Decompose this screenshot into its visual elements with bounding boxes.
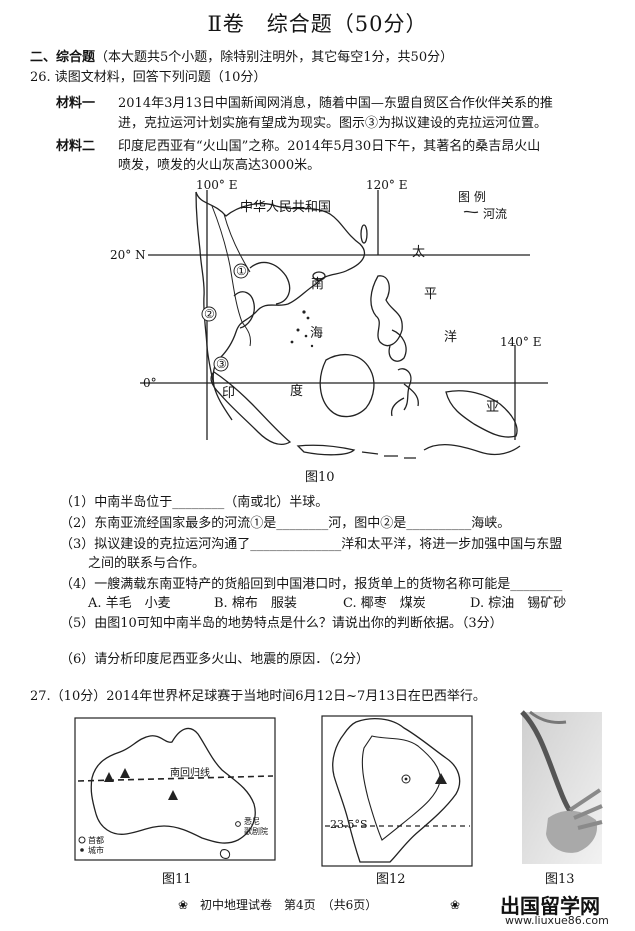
sydney-label-2: 歌剧院: [244, 827, 268, 836]
q26-5: （5）由图10可知中南半岛的地势特点是什么？请说出你的判断依据。（3分）: [60, 616, 503, 631]
volcano-triangle-2: [120, 768, 130, 778]
material-1-line2: 进，克拉运河计划实施有望成为现实。图示③为拟议建设的克拉运河位置。: [118, 116, 548, 131]
material-2-line1: 印度尼西亚有“火山国”之称。2014年5月30日下午，其著名的桑吉昂火山: [118, 139, 541, 154]
capital-symbol: [401, 774, 411, 784]
lat-23-label: 23.5°S: [330, 818, 368, 831]
section-label: 二、综合题: [30, 50, 96, 65]
sea-label-2: 海: [310, 326, 324, 341]
section-heading: 二、综合题（本大题共5个小题，除特别注明外，其它每空1分，共50分）: [30, 50, 453, 66]
island-dots: [290, 310, 314, 348]
asia-label: 亚: [486, 400, 500, 415]
marker-1: [233, 263, 249, 279]
marker-2-label: ②: [204, 307, 215, 321]
q26-4: （4）一艘满载东南亚特产的货船回到中国港口时，报货单上的货物名称可能是_____…: [60, 577, 563, 592]
legend-capital: 首都: [88, 836, 104, 845]
volcano-triangle-1: [104, 772, 114, 782]
sydney-label-1: 悉尼: [244, 817, 260, 826]
lat-20-label: 20° N: [110, 248, 146, 262]
legend-capital-symbol: [78, 836, 86, 844]
pacific-label-2: 平: [424, 287, 438, 302]
page-footer: 初中地理试卷 第4页 （共6页）: [200, 898, 378, 912]
q26-6: （6）请分析印度尼西亚多火山、地震的原因．（2分）: [60, 652, 370, 667]
material-2-label: 材料二: [56, 139, 96, 154]
figure-13-caption: 图13: [545, 872, 575, 887]
marker-3-label: ③: [216, 357, 227, 371]
footer-flower-left: ❀: [178, 898, 189, 912]
footer-flower-right: ❀: [450, 898, 461, 912]
china-label: 中华人民共和国: [240, 200, 332, 215]
marker-2: [201, 306, 217, 322]
q26-4-option-a: A. 羊毛 小麦: [88, 596, 171, 611]
watermark-logo: 出国留学网: [500, 894, 600, 918]
material-1-line1: 2014年3月13日中国新闻网消息，随着中国—东盟自贸区合作伙伴关系的推: [118, 96, 553, 111]
q26-2: （2）东南亚流经国家最多的河流①是________河，图中②是_________…: [60, 516, 511, 531]
marker-3: [213, 356, 229, 372]
city-dot: [235, 821, 241, 827]
q26-4-option-b: B. 棉布 服装: [214, 596, 297, 611]
pacific-label-1: 太: [412, 245, 426, 260]
q26-stem: 26. 读图文材料，回答下列问题（10分）: [30, 70, 267, 85]
figure-10-caption: 图10: [305, 470, 335, 485]
lon-120-label: 120° E: [366, 178, 408, 192]
indian-ocean-label-1: 印: [222, 386, 236, 401]
figure-12-caption: 图12: [376, 872, 406, 887]
lat-0-label: 0°: [143, 376, 157, 390]
legend-river: 河流: [483, 207, 508, 221]
q26-1: （1）中南半岛位于________（南或北）半球。: [60, 495, 329, 510]
sea-label-1: 南: [311, 277, 325, 292]
material-1-label: 材料一: [56, 96, 96, 111]
q27-stem: 27.（10分）2014年世界杯足球赛于当地时间6月12日~7月13日在巴西举行…: [30, 689, 486, 704]
indian-ocean-label-2: 度: [290, 384, 304, 399]
volcano-triangle-brazil: [435, 773, 447, 784]
tropic-label: 南回归线: [170, 768, 210, 779]
q26-4-option-c: C. 椰枣 煤炭: [343, 596, 426, 611]
q26-4-option-d: D. 棕油 锡矿砂: [470, 596, 567, 611]
volcano-triangle-3: [168, 790, 178, 800]
material-2-line2: 喷发，喷发的火山灰高达3000米。: [118, 158, 321, 173]
legend-title: 图 例: [458, 190, 486, 204]
lon-100-label: 100° E: [196, 178, 238, 192]
watermark-url: www.liuxue86.com: [505, 914, 609, 927]
pacific-label-3: 洋: [444, 330, 458, 345]
marker-1-label: ①: [236, 264, 247, 278]
lon-140-label: 140° E: [500, 335, 542, 349]
legend-city: 城市: [88, 846, 104, 855]
figure-11-caption: 图11: [162, 872, 192, 887]
section-rule: （本大题共5个小题，除特别注明外，其它每空1分，共50分）: [95, 50, 454, 65]
q26-3-line1: （3）拟议建设的克拉运河沟通了______________洋和太平洋，将进一步加…: [60, 537, 563, 552]
legend-city-symbol: [80, 848, 84, 852]
page-title: Ⅱ卷 综合题（50分）: [207, 12, 428, 36]
q26-3-line2: 之间的联系与合作。: [88, 556, 206, 571]
